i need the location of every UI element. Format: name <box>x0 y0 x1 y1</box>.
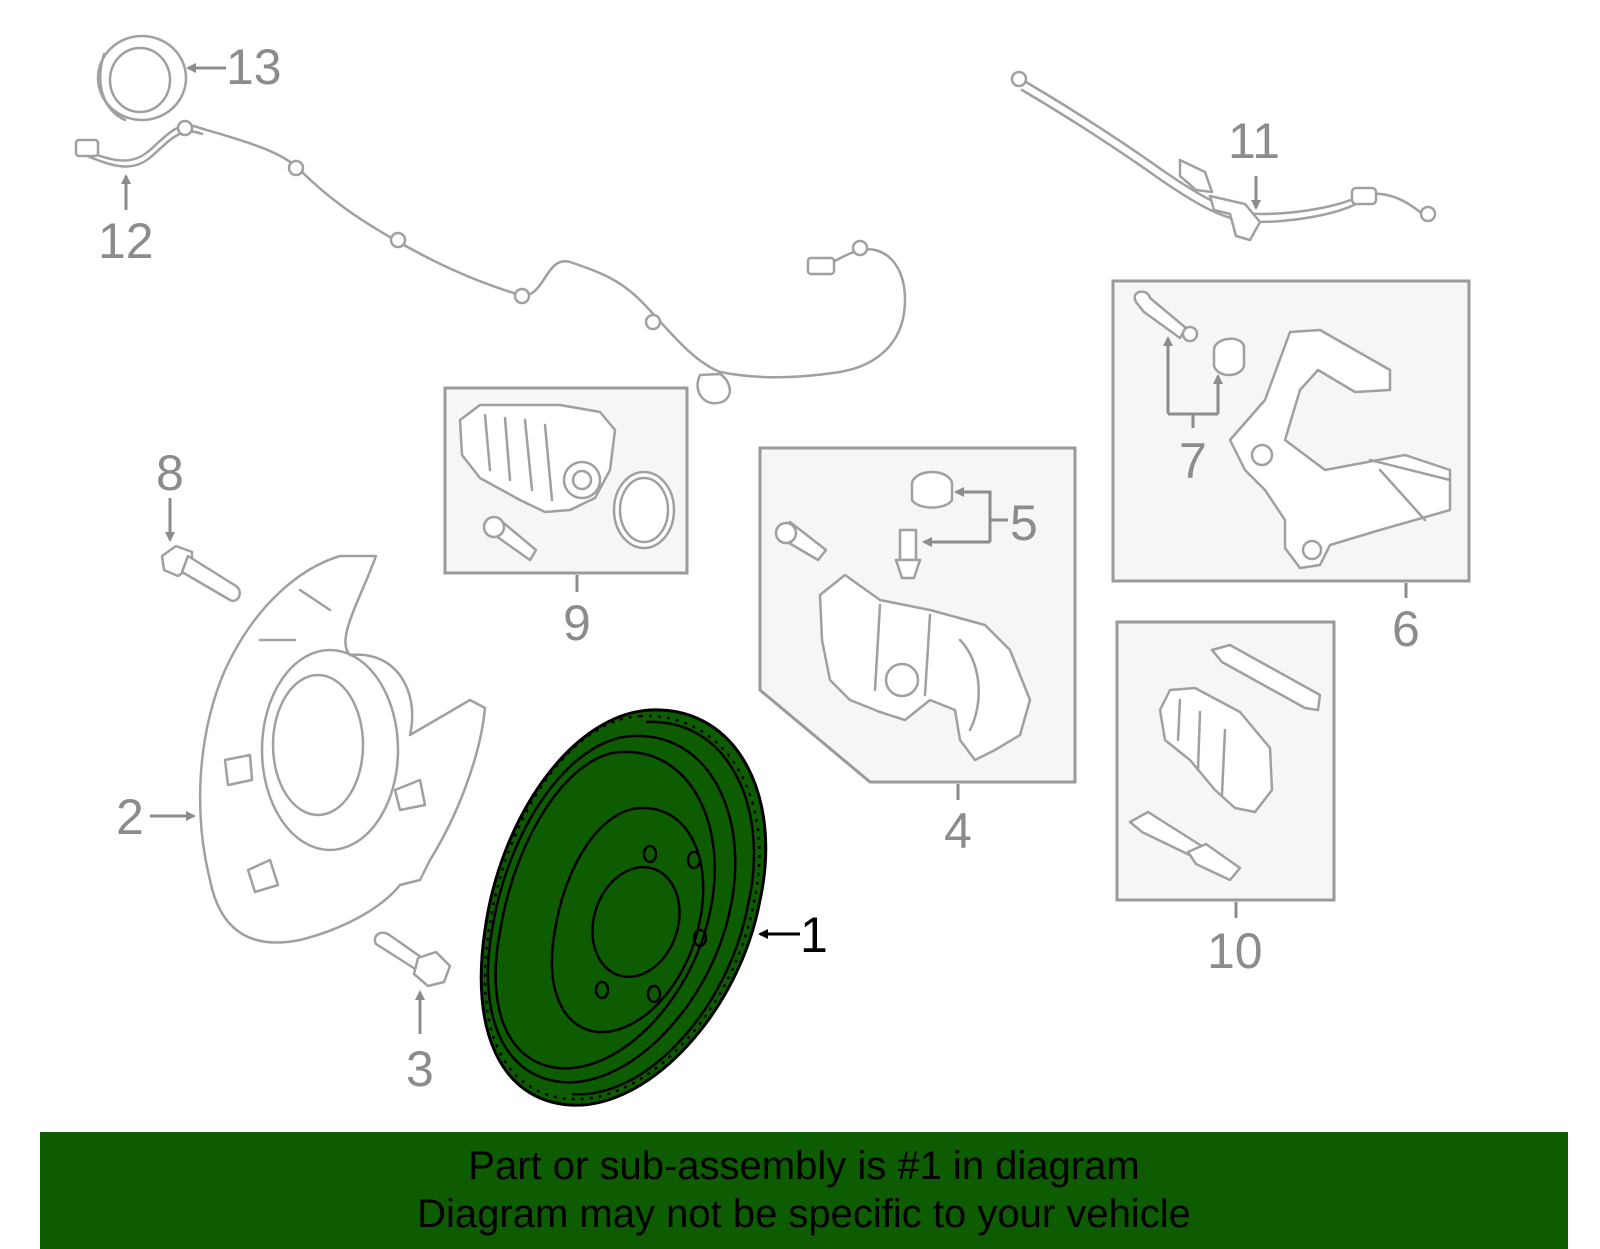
part-13-seal-ring[interactable] <box>96 34 188 122</box>
box-4-caliper[interactable] <box>758 446 1077 784</box>
callout-10: 10 <box>1207 902 1263 979</box>
callout-4: 4 <box>944 784 972 859</box>
box-9-caliper-assembly[interactable] <box>443 386 689 575</box>
callout-8-label: 8 <box>156 445 184 501</box>
callout-6: 6 <box>1392 583 1420 657</box>
part-1-brake-rotor[interactable] <box>479 708 768 1107</box>
callout-10-label: 10 <box>1207 923 1263 979</box>
part-2-dust-shield[interactable] <box>198 554 487 944</box>
part-3-bolt[interactable] <box>373 931 452 988</box>
callout-8: 8 <box>156 445 184 542</box>
box-10-brake-pads[interactable] <box>1115 620 1336 902</box>
callout-2-label: 2 <box>116 789 144 845</box>
part-11-brake-hose[interactable] <box>1010 70 1437 242</box>
banner-line-2: Diagram may not be specific to your vehi… <box>417 1192 1191 1236</box>
callout-6-label: 6 <box>1392 601 1420 657</box>
callout-7: 7 <box>1163 336 1223 489</box>
callout-5: 5 <box>922 487 1038 551</box>
callout-7-label: 7 <box>1179 433 1207 489</box>
callout-12: 12 <box>98 174 154 269</box>
callout-2: 2 <box>116 789 196 845</box>
box-6-caliper-bracket[interactable] <box>1111 279 1471 583</box>
callout-5-label: 5 <box>1010 495 1038 551</box>
callout-1: 1 <box>758 907 828 963</box>
callout-12-label: 12 <box>98 213 154 269</box>
info-banner: Part or sub-assembly is #1 in diagram Di… <box>40 1132 1568 1249</box>
callout-11: 11 <box>1228 113 1280 210</box>
callout-3: 3 <box>406 990 434 1097</box>
part-8-bolt[interactable] <box>160 544 241 603</box>
callout-1-label: 1 <box>800 907 828 963</box>
callout-13: 13 <box>186 39 282 95</box>
callout-3-label: 3 <box>406 1041 434 1097</box>
callout-9-label: 9 <box>563 595 591 651</box>
banner-line-1: Part or sub-assembly is #1 in diagram <box>468 1144 1140 1188</box>
callout-4-label: 4 <box>944 803 972 859</box>
part-12-sensor-harness[interactable] <box>74 119 907 405</box>
callout-11-label: 11 <box>1228 113 1280 169</box>
callout-13-label: 13 <box>226 39 282 95</box>
callout-9: 9 <box>563 575 591 651</box>
